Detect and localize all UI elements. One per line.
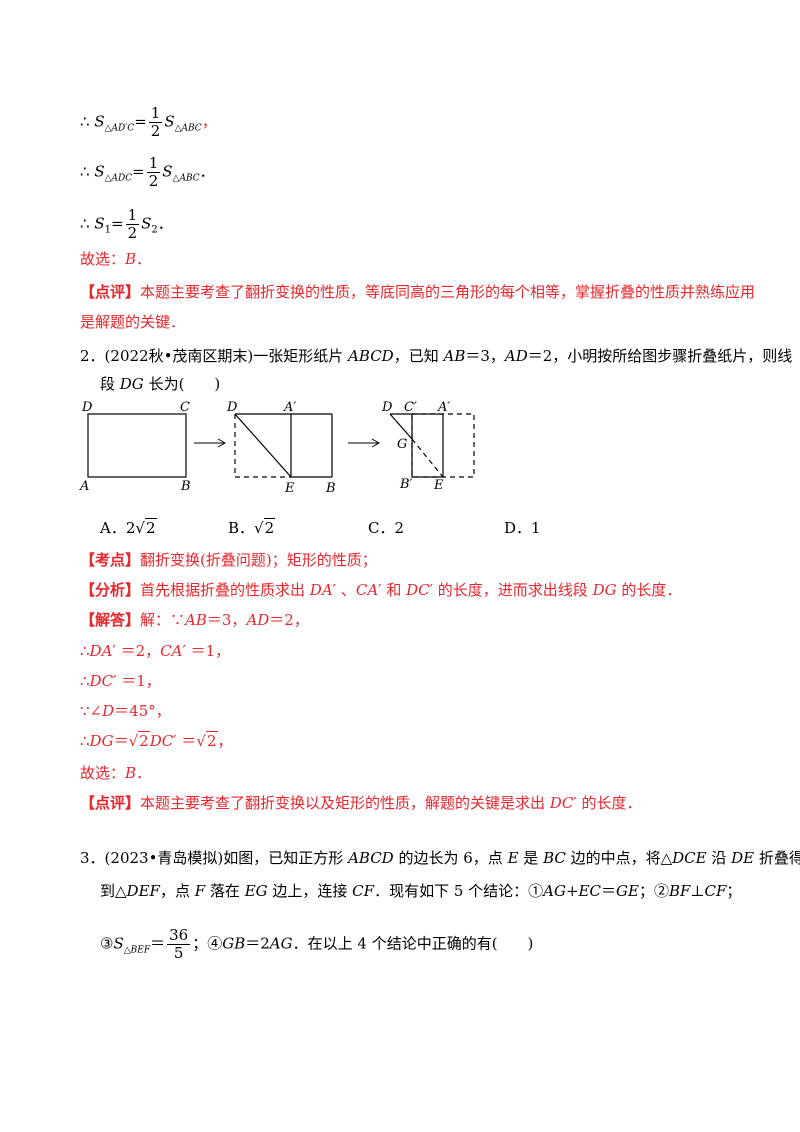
punctuation: ， (201, 112, 217, 131)
fig3-inner (411, 413, 444, 478)
comment-2: 【点评】本题主要考查了翻折变换以及矩形的性质，解题的关键是求出 DC′ 的长度． (80, 794, 642, 812)
answer-line-2: 故选：B． (80, 764, 152, 782)
folding-figure: D C A B D A′ E B D C′ A′ G B′ E (79, 400, 475, 496)
equals: = (110, 214, 124, 233)
equals: = (134, 112, 147, 131)
label-d-3: D (381, 400, 393, 415)
fig3-diag-dashed (411, 438, 444, 478)
area-symbol: S (141, 214, 152, 233)
label-e-3: E (433, 478, 444, 493)
solution-step-3: ∵∠D＝45°， (80, 702, 171, 720)
label-b-2: B (325, 481, 336, 496)
rectangle-abcd (87, 413, 187, 478)
answer-line-1: 故选：B． (80, 250, 152, 268)
therefore-symbol: ∴ (80, 214, 90, 233)
subscript: 2 (151, 224, 158, 236)
subscript: △ADC (104, 173, 133, 184)
punctuation: ． (199, 162, 215, 181)
sqrt-symbol: √2 (254, 518, 276, 537)
label-e-2: E (284, 481, 295, 496)
label-a-prime-3: A′ (437, 400, 450, 415)
punctuation: ． (157, 214, 173, 233)
subscript: 1 (104, 224, 111, 236)
fig2-fold-diagonal (234, 413, 292, 478)
fig3-diag-solid (389, 413, 413, 440)
analysis: 【分析】首先根据折叠的性质求出 DA′ 、CA′ 和 DC′ 的长度，进而求出线… (80, 581, 682, 599)
solution-header: 【解答】解：∵AB＝3，AD＝2， (80, 611, 309, 629)
question-3-stem-line-1: 3．(2023•青岛模拟)如图，已知正方形 ABCD 的边长为 6，点 E 是 … (80, 849, 800, 867)
label-b-1: B (180, 479, 191, 494)
question-2-stem-line-1: 2．(2022秋•茂南区期末)一张矩形纸片 ABCD，已知 AB＝3，AD＝2，… (80, 347, 793, 365)
arrow-1-head (217, 438, 227, 448)
comment-1-line-1: 【点评】本题主要考查了翻折变换的性质，等底同高的三角形的每个相等，掌握折叠的性质… (80, 283, 756, 301)
sqrt-symbol: √2 (196, 731, 218, 750)
area-symbol: S (94, 112, 105, 131)
question-3-stem-line-2: 到△DEF，点 F 落在 EG 边上，连接 CF．现有如下 5 个结论：①AG+… (100, 882, 742, 900)
solution-step-1: ∴DA′ ＝2，CA′ ＝1， (80, 642, 231, 660)
equals: = (132, 162, 145, 181)
solution-step-4: ∴DG＝√2DC′ ＝√2， (80, 731, 233, 750)
subscript: △ABC (174, 123, 202, 134)
label-b-prime-3: B′ (399, 477, 413, 492)
sqrt-symbol: √2 (135, 518, 157, 537)
sqrt-symbol: √2 (128, 731, 150, 750)
area-symbol: S (162, 162, 173, 181)
comment-1-line-2: 是解题的关键． (80, 313, 186, 331)
area-symbol: S (164, 112, 175, 131)
label-a-1: A (79, 479, 89, 494)
option-b[interactable]: B．√2 (228, 518, 276, 537)
label-c-1: C (180, 400, 190, 415)
label-c-prime-3: C′ (404, 400, 417, 415)
option-d[interactable]: D．1 (504, 519, 541, 537)
therefore-symbol: ∴ (80, 112, 90, 131)
subscript: △ABC (172, 173, 200, 184)
solution-step-2: ∴DC′ ＝1， (80, 672, 161, 690)
question-2-stem-line-2: 段 DG 长为( ) (100, 375, 221, 393)
option-c[interactable]: C．2 (368, 519, 405, 537)
arrow-2-head (371, 438, 381, 448)
label-d-2: D (226, 400, 238, 415)
area-symbol: S (94, 162, 105, 181)
label-g-3: G (397, 437, 407, 452)
area-symbol: S (94, 214, 105, 233)
option-a[interactable]: A．2√2 (100, 518, 157, 537)
knowledge-point: 【考点】翻折变换(折叠问题)；矩形的性质； (80, 551, 377, 569)
label-d-1: D (81, 400, 93, 415)
therefore-symbol: ∴ (80, 162, 90, 181)
label-a-prime-2: A′ (283, 400, 296, 415)
subscript: △AD′C (104, 123, 135, 134)
